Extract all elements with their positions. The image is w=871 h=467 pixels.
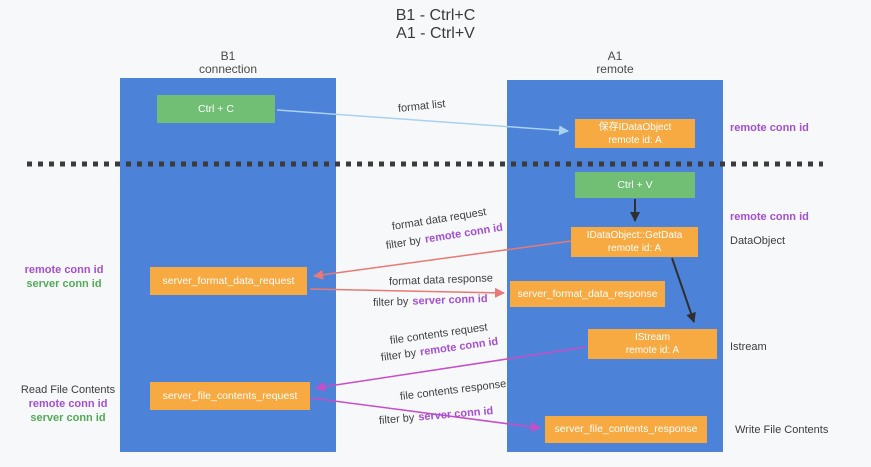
node-save-idataobject-line2: remote id: A xyxy=(608,134,662,146)
label-filter-key-4: server conn id xyxy=(417,405,494,424)
lifeline-a1-role: remote xyxy=(596,62,634,76)
node-idataobject-getdata: IDataObject::GetData remote id: A xyxy=(571,227,698,257)
node-server-file-contents-request: server_file_contents_request xyxy=(150,382,310,410)
node-ctrl-c: Ctrl + C xyxy=(157,95,275,123)
node-ctrl-c-label: Ctrl + C xyxy=(198,102,234,115)
label-filter-by-1: filter by xyxy=(385,234,422,252)
node-server-file-contents-response-label: server_file_contents_response xyxy=(554,423,698,435)
annotation-left-remote-conn-id-2: remote conn id xyxy=(28,398,108,410)
lifeline-b1-role: connection xyxy=(198,62,258,76)
node-save-idataobject: 保存IDataObject remote id: A xyxy=(575,119,695,148)
annotation-istream: Istream xyxy=(730,341,767,353)
node-save-idataobject-line1: 保存IDataObject xyxy=(598,121,672,133)
title-line-2: A1 - Ctrl+V xyxy=(396,25,475,42)
label-format-list: format list xyxy=(397,98,447,115)
label-filter-key-2: server conn id xyxy=(412,293,488,308)
label-format-data-response: format data response xyxy=(388,272,494,288)
annotation-left-remote-conn-id-1: remote conn id xyxy=(24,264,104,276)
lifeline-header-b1: B1 connection xyxy=(120,50,336,76)
label-filter-by-3: filter by xyxy=(380,347,417,364)
node-server-file-contents-request-label: server_file_contents_request xyxy=(162,389,298,402)
node-server-format-data-response: server_format_data_response xyxy=(510,281,665,307)
annotation-read-file-contents-group: Read File Contents remote conn id server… xyxy=(18,383,118,425)
node-idataobject-getdata-line2: remote id: A xyxy=(607,243,662,254)
title-line-1: B1 - Ctrl+C xyxy=(395,7,476,24)
lifeline-b1-name: B1 xyxy=(220,49,236,63)
annotation-remote-conn-id-mid: remote conn id xyxy=(730,211,809,223)
node-server-file-contents-response: server_file_contents_response xyxy=(545,416,707,443)
node-idataobject-getdata-line1: IDataObject::GetData xyxy=(586,230,683,241)
diagram-title: B1 - Ctrl+C A1 - Ctrl+V xyxy=(0,7,871,43)
annotation-read-file-contents: Read File Contents xyxy=(20,384,116,396)
lifeline-header-a1: A1 remote xyxy=(507,50,723,76)
node-istream-line2: remote id: A xyxy=(625,345,680,356)
label-filter-by-4: filter by xyxy=(378,411,415,427)
annotation-left-conn-ids-1: remote conn id server conn id xyxy=(14,263,114,291)
node-ctrl-v-label: Ctrl + V xyxy=(617,178,653,191)
node-server-format-data-response-label: server_format_data_response xyxy=(517,287,658,300)
node-istream-line1: IStream xyxy=(634,332,670,343)
annotation-dataobject: DataObject xyxy=(730,235,786,247)
node-server-format-data-request: server_format_data_request xyxy=(150,267,307,295)
node-ctrl-v: Ctrl + V xyxy=(575,172,695,198)
node-istream: IStream remote id: A xyxy=(588,329,717,359)
annotation-left-server-conn-id-1: server conn id xyxy=(26,278,102,290)
annotation-write-file-contents: Write File Contents xyxy=(735,424,829,436)
label-filter-by-2: filter by xyxy=(372,295,409,309)
node-server-format-data-request-label: server_format_data_request xyxy=(162,274,295,287)
lifeline-a1-name: A1 xyxy=(607,49,623,63)
label-file-contents-response: file contents response xyxy=(399,378,507,403)
annotation-remote-conn-id-top: remote conn id xyxy=(730,122,809,134)
annotation-left-server-conn-id-2: server conn id xyxy=(30,412,106,424)
arrow-format-data-response xyxy=(309,287,505,298)
